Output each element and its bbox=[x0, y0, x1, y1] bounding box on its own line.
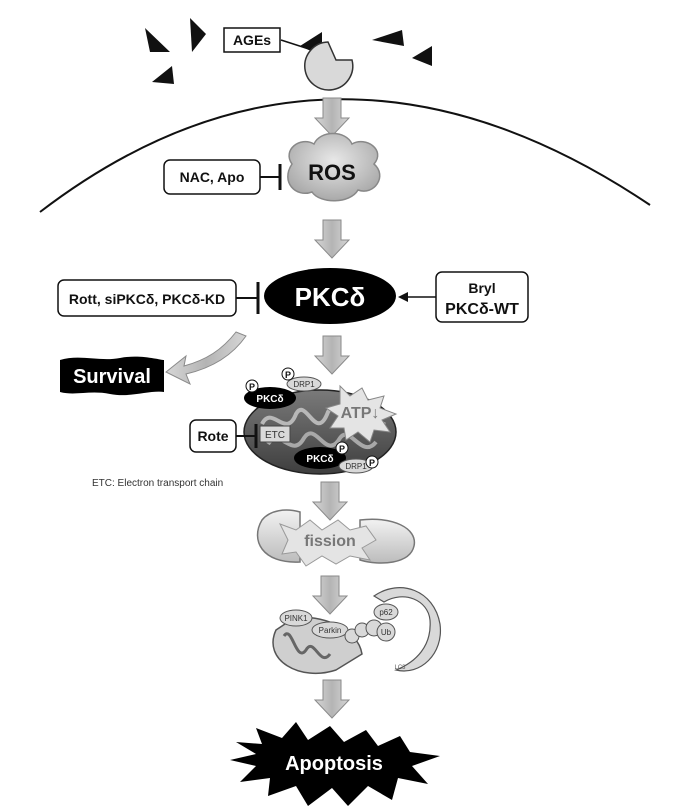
p62-label: p62 bbox=[379, 608, 393, 617]
pkcd-mito-bottom bbox=[294, 447, 346, 469]
phospho-top-left bbox=[245, 379, 259, 393]
apoptosis-burst bbox=[230, 722, 440, 806]
ages-label: AGEs bbox=[233, 32, 271, 48]
ages-molecules bbox=[145, 18, 432, 84]
activator-line1: Bryl bbox=[468, 280, 495, 296]
phagophore-membrane bbox=[372, 587, 441, 672]
pink1-label: PINK1 bbox=[284, 614, 308, 623]
fission-mitochondrion bbox=[256, 509, 416, 567]
phospho-bottom-left-label: P bbox=[339, 444, 345, 454]
lc3-label: LC3 bbox=[394, 665, 406, 671]
ages-box bbox=[223, 27, 281, 53]
ros-label: ROS bbox=[308, 160, 356, 185]
survival-banner bbox=[60, 356, 164, 396]
pkcd-node bbox=[264, 268, 396, 324]
pkcd-mito-top-label: PKCδ bbox=[256, 394, 283, 405]
pink1-node bbox=[279, 609, 313, 627]
etc-box bbox=[259, 425, 291, 443]
arrow-to-survival bbox=[165, 331, 247, 386]
arrow-fission-to-mitophagy bbox=[312, 575, 348, 615]
pkcd-mito-top bbox=[244, 387, 296, 409]
arrow-to-apoptosis bbox=[314, 679, 350, 719]
phospho-top-left-label: P bbox=[249, 382, 255, 392]
pkcd-mito-bottom-label: PKCδ bbox=[306, 454, 333, 465]
arrow-receptor-to-ros bbox=[314, 97, 350, 137]
drp1-top-label: DRP1 bbox=[293, 380, 315, 389]
ages-pointer bbox=[280, 39, 313, 51]
parkin-label: Parkin bbox=[319, 626, 342, 635]
phospho-bottom-right bbox=[365, 455, 379, 469]
phospho-bottom-right-label: P bbox=[369, 458, 375, 468]
ubiquitin-chain bbox=[344, 619, 396, 644]
arrow-ros-to-pkcd bbox=[314, 219, 350, 259]
phospho-bottom-left bbox=[335, 441, 349, 455]
activator-arrow-head bbox=[398, 292, 408, 302]
atp-burst bbox=[324, 384, 398, 443]
pkcd-label: PKCδ bbox=[295, 282, 366, 312]
fission-label: fission bbox=[304, 533, 356, 550]
nac-apo-label: NAC, Apo bbox=[180, 169, 245, 185]
atp-label: ATP↓ bbox=[341, 405, 380, 422]
arrow-mito-to-fission bbox=[312, 481, 348, 521]
etc-label: ETC bbox=[265, 430, 285, 441]
ros-cloud: ROS bbox=[287, 132, 381, 202]
drp1-top bbox=[286, 376, 322, 392]
ub-label: Ub bbox=[381, 628, 392, 637]
inhibitors-label: Rott, siPKCδ, PKCδ-KD bbox=[69, 291, 225, 307]
arrow-pkcd-to-mito bbox=[314, 335, 350, 375]
etc-legend: ETC: Electron transport chain bbox=[92, 478, 223, 489]
drp1-bottom-label: DRP1 bbox=[345, 462, 367, 471]
phospho-top-right-label: P bbox=[285, 370, 291, 380]
ages-receptor bbox=[304, 41, 354, 91]
p62-node bbox=[373, 603, 399, 621]
survival-label: Survival bbox=[73, 366, 151, 388]
rote-label: Rote bbox=[197, 428, 228, 444]
phospho-top-right bbox=[281, 367, 295, 381]
apoptosis-label: Apoptosis bbox=[285, 753, 383, 775]
activator-line2: PKCδ-WT bbox=[445, 301, 519, 318]
